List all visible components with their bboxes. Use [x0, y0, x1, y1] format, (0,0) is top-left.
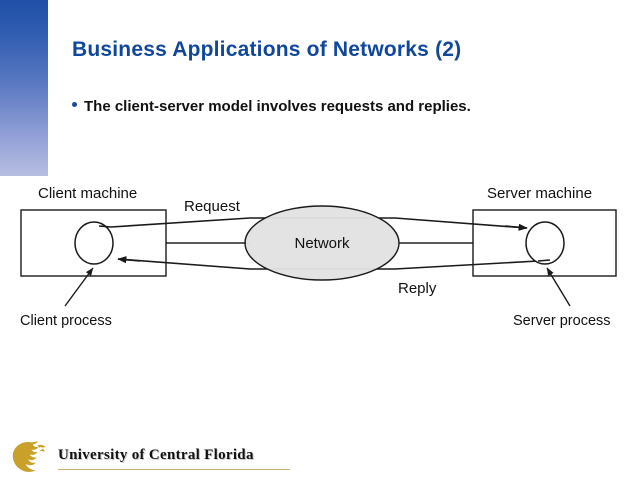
footer-branding: University of Central Florida: [8, 438, 308, 476]
reply-arrow-tip: [117, 256, 141, 264]
server-machine-label: Server machine: [487, 185, 592, 202]
client-process-label: Client process: [20, 313, 112, 329]
request-arrow-start-stub: [98, 225, 112, 228]
client-process-pointer: [64, 267, 94, 307]
bullet-item-label: The client-server model involves request…: [84, 98, 471, 115]
request-arrow-tip: [504, 223, 528, 231]
footer-organization-label: University of Central Florida: [58, 447, 254, 463]
server-process-pointer: [546, 267, 571, 307]
diagram-svg: Network Client machine Server machine Re…: [20, 185, 617, 329]
left-gradient-bar: [0, 0, 48, 176]
reply-arrow-start-stub: [537, 259, 551, 262]
client-server-model-diagram: Network Client machine Server machine Re…: [0, 176, 638, 336]
network-label: Network: [294, 235, 350, 252]
client-process-circle: [74, 221, 114, 265]
request-label: Request: [184, 198, 241, 215]
reply-label: Reply: [398, 280, 437, 297]
footer-divider: [58, 469, 290, 470]
bullet-dot-icon: [72, 102, 77, 107]
page-title: Business Applications of Networks (2): [72, 38, 462, 61]
client-machine-label: Client machine: [38, 185, 137, 202]
bullet-list-item: The client-server model involves request…: [72, 98, 471, 115]
server-process-circle: [525, 221, 565, 265]
server-process-label: Server process: [513, 313, 611, 329]
ucf-pegasus-logo-icon: [12, 441, 46, 472]
